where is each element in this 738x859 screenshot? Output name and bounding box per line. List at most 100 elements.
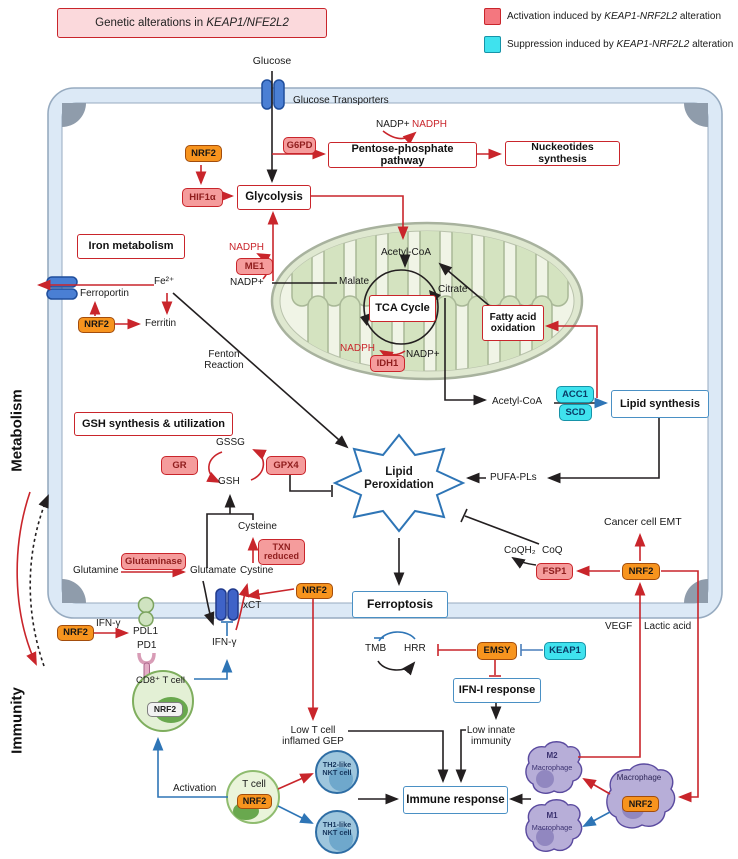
scd-chip: SCD [559,404,592,421]
nrf2-chip-iron: NRF2 [78,317,115,333]
txn-chip: TXN reduced [258,539,305,565]
fe2-label: Fe²⁺ [154,276,175,287]
legend-activation-post: alteration [677,11,722,22]
nadp-label-idh1: NADP+ [406,349,440,360]
corner-fold-br [684,579,708,603]
nadph-label-idh1: NADPH [340,343,376,354]
m2-label: M2 [546,751,558,760]
low-t-cell-label: Low T cell inflamed GEP [282,725,344,748]
nrf2-chip-tcell: NRF2 [237,794,272,809]
fatty-acid-oxidation-box: Fatty acid oxidation [482,305,544,341]
ferroptosis-box: Ferroptosis [352,591,448,618]
nrf2-chip-xct: NRF2 [296,583,333,599]
nrf2-chip-cd8: NRF2 [147,702,183,717]
figure-title: Genetic alterations in KEAP1/NFE2L2 [57,8,327,38]
lipid-synthesis-box: Lipid synthesis [611,390,709,418]
iron-metabolism-box: Iron metabolism [77,234,185,259]
glucose-label: Glucose [252,55,292,67]
glutamine-label: Glutamine [73,565,119,576]
glucose-transporters-label: Glucose Transporters [293,95,389,106]
nadph-label-ppp: NADPH [412,119,448,130]
xct-transporter-icon [215,588,239,621]
axis-immunity: Immunity [8,687,26,754]
gsh-label: GSH [218,476,240,487]
cd8-label: CD8⁺ T cell [136,675,186,686]
th2-label: TH2-like NKT cell [322,760,352,778]
lipid-peroxidation-starburst [332,433,466,533]
xct-label: xCT [243,600,262,611]
suppression-swatch [484,36,501,53]
macrophage-label: Macrophage [616,773,662,782]
lactic-acid-label: Lactic acid [644,621,692,632]
arrows-layer [16,71,699,827]
coqh2-label: CoQH₂ [504,545,536,556]
gssg-label: GSSG [216,437,245,448]
legend-suppression: Suppression induced by KEAP1-NRF2L2 alte… [484,36,733,53]
nucleotides-box: Nuckeotides synthesis [505,141,620,166]
nrf2-chip-pdl1: NRF2 [57,625,94,641]
th2-nkt-cell [315,750,359,794]
nadph-label-me1: NADPH [229,242,265,253]
pdl1-label: PDL1 [133,626,159,637]
ferritin-label: Ferritin [145,318,177,329]
nrf2-chip-glycolysis: NRF2 [185,145,222,162]
hif1a-chip: HIF1α [182,188,223,207]
acc1-chip: ACC1 [556,386,594,403]
axis-metabolism: Metabolism [8,389,26,472]
cancer-emt-label: Cancer cell EMT [604,516,682,528]
tca-cycle-ring [363,269,439,345]
g6pd-chip: G6PD [283,137,316,154]
pd1-label: PD1 [137,640,157,651]
legend-suppression-gene: KEAP1-NRF2L2 [616,39,690,50]
th1-label: TH1-like NKT cell [322,820,352,838]
glutaminase-chip: Glutaminase [121,553,186,570]
hrr-label: HRR [404,643,426,654]
pufa-label: PUFA-PLs [490,472,537,483]
corner-fold-tr [684,103,708,127]
gsh-header-box: GSH synthesis & utilization [74,412,233,436]
acetylcoa-cytosol-label: Acetyl-CoA [492,396,543,407]
emsy-chip: EMSY [477,642,517,660]
ferroportin-label: Ferroportin [80,288,129,299]
me1-chip: ME1 [236,258,273,275]
fsp1-chip: FSP1 [536,563,573,580]
activation-label: Activation [173,783,217,794]
m2-macrophage-label: Macrophage [531,763,573,772]
ifn1-response-box: IFN-I response [453,678,541,703]
keap1-chip: KEAP1 [544,642,586,660]
m2-macrophage-blob [525,741,583,794]
activation-swatch [484,8,501,25]
cystine-label: Cystine [240,565,274,576]
nadp-label-me1: NADP+ [230,277,264,288]
legend-suppression-text: Suppression induced by [507,39,617,50]
nrf2-chip-fsp1: NRF2 [622,563,660,580]
low-innate-label: Low innate immunity [466,725,516,748]
acetylcoa-mito-label: Acetyl-CoA [380,247,431,258]
legend-activation: Activation induced by KEAP1-NRF2L2 alter… [484,8,721,25]
ifng-label-pdl1: IFN-γ [96,618,121,629]
coq-label: CoQ [542,545,563,556]
corner-fold-bl [62,579,86,603]
legend-suppression-post: alteration [689,39,734,50]
tcell-label: T cell [242,779,266,790]
malate-label: Malate [339,276,370,287]
immune-response-box: Immune response [403,786,508,814]
glutamate-label: Glutamate [190,565,237,576]
idh1-chip: IDH1 [370,355,405,372]
th1-nkt-cell [315,810,359,854]
m1-macrophage-blob [525,799,583,852]
tca-cycle-box: TCA Cycle [369,295,436,322]
cysteine-label: Cysteine [238,521,277,532]
corner-fold-tl [62,103,86,127]
lipid-peroxidation-label: Lipid Peroxidation [364,466,434,491]
legend-activation-gene: KEAP1-NRF2L2 [604,11,678,22]
legend-activation-text: Activation induced by [507,11,605,22]
fenton-reaction-label: Fenton Reaction [204,349,244,372]
ppp-box: Pentose-phosphate pathway [328,142,477,168]
citrate-label: Citrate [438,284,468,295]
tmb-label: TMB [365,643,387,654]
m1-macrophage-label: Macrophage [531,823,573,832]
nadp-label-ppp: NADP+ [376,119,410,130]
